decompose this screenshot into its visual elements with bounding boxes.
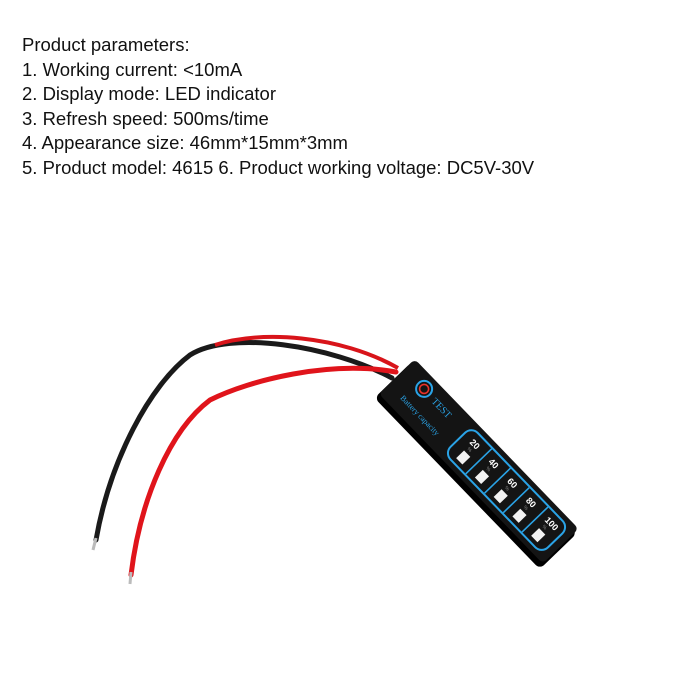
- led-20: [456, 450, 471, 465]
- red-wire: [128, 365, 399, 578]
- spec-line: 2. Display mode: LED indicator: [22, 83, 276, 105]
- percent-sign: %: [465, 446, 473, 454]
- percent-sign: %: [540, 524, 548, 532]
- led-40: [474, 469, 490, 484]
- led-divider: [483, 467, 511, 494]
- battery-indicator-device: TEST Battery capacity 20%40%60%80%100%: [376, 361, 577, 567]
- spec-line: 3. Refresh speed: 500ms/time: [22, 107, 269, 129]
- specs-title: Product parameters:: [22, 34, 190, 55]
- red-wire-upper: [214, 334, 399, 370]
- wire-tip: [91, 537, 98, 551]
- spec-line: 5. Product model: 4615 6. Product workin…: [22, 156, 535, 178]
- led-60: [493, 489, 508, 504]
- power-icon-inner: [418, 383, 430, 395]
- percent-sign: %: [503, 485, 511, 493]
- percent-sign: %: [522, 505, 530, 513]
- spec-line: 1. Working current: <10mA: [22, 58, 243, 80]
- wire-tip: [128, 571, 133, 585]
- led-panel: [446, 429, 567, 551]
- led-80: [512, 508, 527, 523]
- spec-line: 4. Appearance size: 46mm*15mm*3mm: [22, 132, 348, 154]
- led-100: [531, 528, 546, 543]
- black-wire: [93, 340, 395, 543]
- power-icon: [415, 379, 434, 398]
- percent-sign: %: [484, 466, 492, 474]
- led-divider: [521, 506, 549, 533]
- product-parameters: Product parameters: 1. Working current: …: [22, 33, 534, 181]
- led-divider: [465, 448, 493, 475]
- led-divider: [502, 487, 530, 514]
